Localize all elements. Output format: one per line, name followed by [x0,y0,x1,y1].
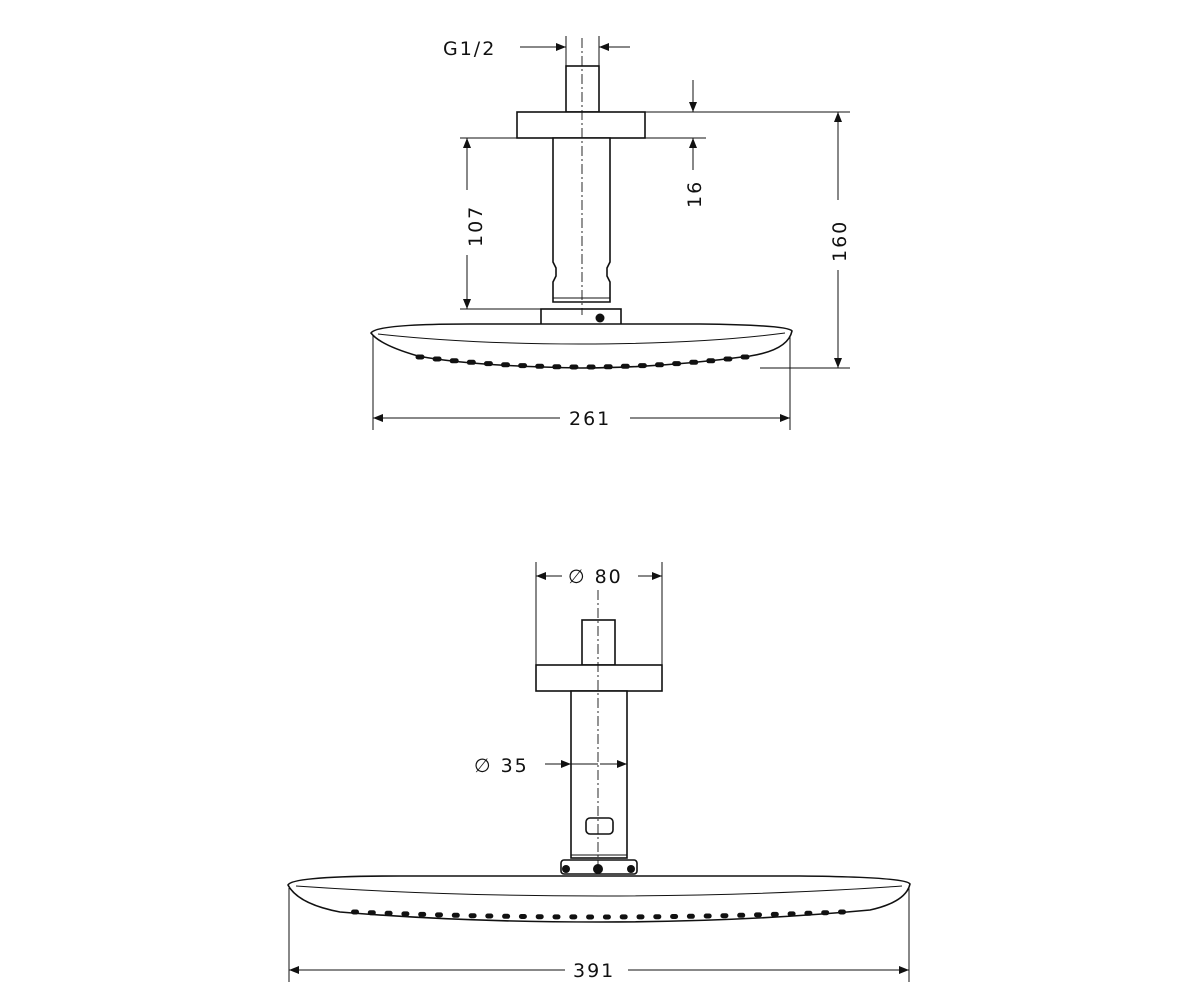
spray-nozzle [821,910,830,916]
spray-nozzle [670,914,679,919]
side-view: G1/2 16 107 160 [370,36,851,430]
spray-nozzle [483,361,493,367]
spray-nozzle [586,914,595,920]
spray-nozzle [740,354,750,360]
spray-nozzle [689,359,699,365]
front-view: ∅ 80 ∅ 35 391 [287,562,911,982]
spray-nozzle [384,910,393,916]
dim-thread-label: G1/2 [443,38,496,60]
front-thread-nipple [581,619,616,666]
dim-side-head-width: 261 [372,336,791,430]
front-flange [535,664,663,692]
dim-arm-diameter-label: ∅ 35 [474,755,529,777]
spray-nozzle [432,356,442,362]
spray-nozzle [770,911,779,917]
spray-nozzle [518,914,527,919]
spray-nozzle [466,359,476,365]
spray-nozzle [637,363,647,369]
spray-nozzle [838,909,846,915]
spray-nozzle [804,910,813,916]
spray-nozzle [569,364,579,370]
spray-nozzle [501,362,510,368]
spray-nozzle [672,361,682,367]
spray-nozzle [418,911,427,917]
front-arm-button [585,817,614,835]
spray-nozzle [451,912,460,918]
spray-nozzle [569,914,578,920]
dim-total-height: 160 [760,112,851,369]
spray-nozzle [435,912,443,918]
spray-nozzle [636,914,645,920]
spray-nozzle [723,356,733,362]
side-thread-nipple [565,65,600,113]
spray-nozzle [686,913,695,919]
spray-nozzle [706,358,716,364]
spray-nozzle [449,358,459,364]
dim-side-head-width-label: 261 [569,408,611,430]
spray-nozzle [468,913,477,919]
spray-nozzle [535,363,545,369]
dim-total-height-label: 160 [829,220,851,262]
spray-nozzle [415,354,425,360]
front-shower-head [287,875,911,923]
side-flange [516,111,646,139]
spray-nozzle [367,910,376,916]
dim-arm-diameter: ∅ 35 [474,755,627,777]
spray-nozzle [518,363,528,369]
side-arm [552,137,611,303]
spray-nozzle [485,913,494,919]
spray-nozzle [603,364,613,370]
spray-nozzle [655,362,664,368]
spray-nozzle [401,911,410,917]
dim-flange-thickness: 16 [460,80,850,208]
spray-nozzle [619,914,628,920]
spray-nozzle [502,913,511,919]
dim-arm-length-label: 107 [465,205,487,247]
spray-nozzle [602,914,611,920]
side-spray-nozzles [415,354,750,370]
spray-nozzle [787,911,796,917]
spray-nozzle [737,912,746,918]
spray-nozzle [552,364,562,370]
dim-flange-diameter-label: ∅ 80 [568,566,623,588]
spray-nozzle [552,914,561,920]
dim-front-head-width-label: 391 [573,960,615,982]
spray-nozzle [720,913,729,919]
side-head-connector [540,308,622,326]
dim-front-head-width: 391 [288,888,910,982]
dim-thread: G1/2 [443,36,630,66]
spray-nozzle [653,914,662,920]
spray-nozzle [351,909,359,915]
dim-flange-thickness-label: 16 [684,180,706,208]
spray-nozzle [754,912,762,918]
spray-nozzle [586,364,596,370]
dim-arm-length: 107 [460,138,541,310]
dim-flange-diameter: ∅ 80 [535,562,663,665]
spray-nozzle [535,914,544,920]
front-spray-nozzles [351,909,846,920]
spray-nozzle [703,913,712,919]
spray-nozzle [620,363,630,369]
